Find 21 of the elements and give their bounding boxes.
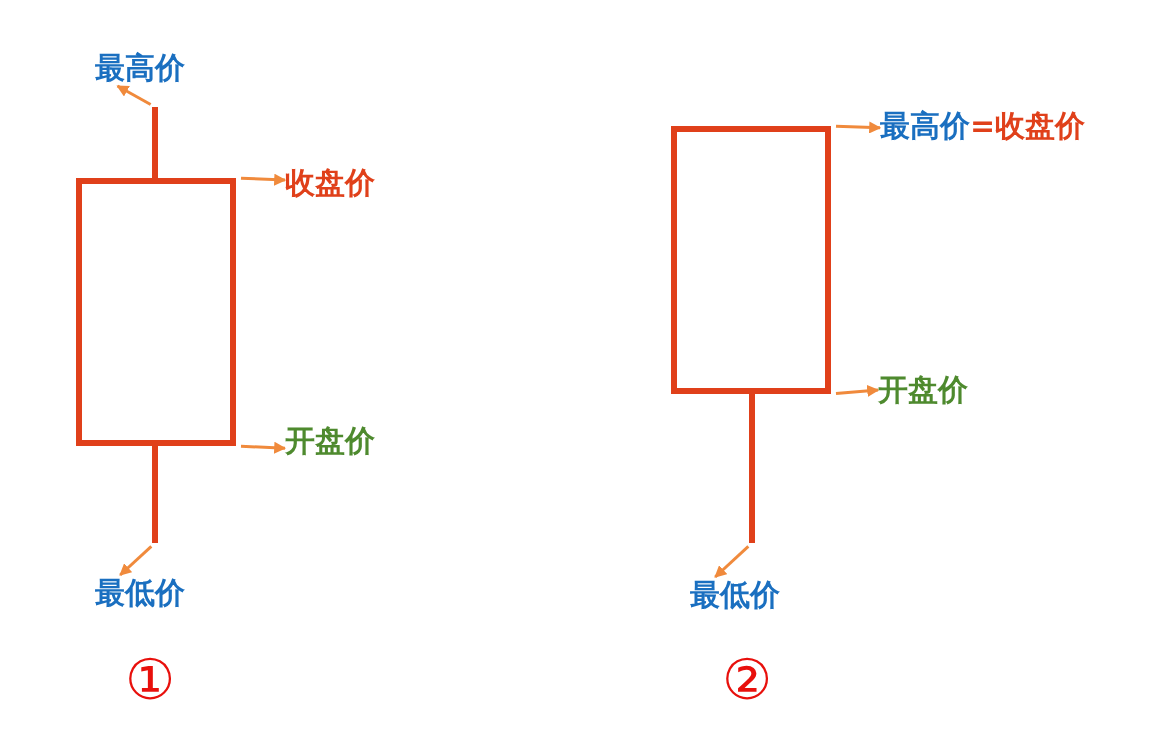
arrow bbox=[116, 84, 152, 106]
price-label: 最高价=收盘价 bbox=[880, 108, 1086, 144]
candle-wick bbox=[152, 446, 158, 543]
price-label: 最低价 bbox=[690, 577, 780, 613]
arrow bbox=[835, 121, 882, 134]
arrow bbox=[119, 545, 153, 577]
candle-wick bbox=[152, 107, 158, 178]
panel-number: ① bbox=[125, 648, 176, 712]
candle-wick bbox=[749, 394, 755, 543]
candle-body bbox=[76, 178, 236, 446]
arrow bbox=[240, 173, 287, 186]
arrow bbox=[240, 441, 287, 454]
arrow bbox=[714, 545, 750, 579]
arrow bbox=[835, 384, 880, 397]
price-label: 最高价 bbox=[95, 50, 185, 86]
price-label: 收盘价 bbox=[285, 165, 375, 201]
candle-body bbox=[671, 126, 831, 394]
price-label: 最低价 bbox=[95, 575, 185, 611]
price-label: 开盘价 bbox=[285, 423, 375, 459]
price-label: 开盘价 bbox=[878, 372, 968, 408]
panel-number: ② bbox=[722, 648, 773, 712]
